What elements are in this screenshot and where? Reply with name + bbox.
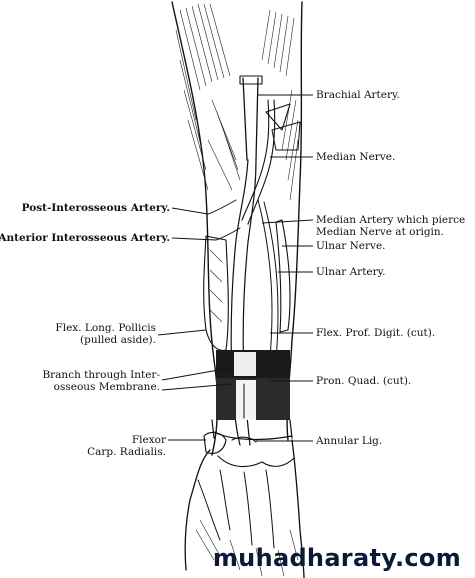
leader-lines: [157, 94, 314, 442]
label-ulnar-nerve: Ulnar Nerve.: [316, 240, 386, 252]
label-anterior-interosseous-artery: Anterior Interosseous Artery.: [0, 232, 170, 244]
label-ulnar-artery: Ulnar Artery.: [316, 266, 386, 278]
label-pron-quad: Pron. Quad. (cut).: [316, 375, 411, 387]
watermark: muhadharaty.com: [212, 544, 461, 572]
label-flexor-line2: Carp. Radialis.: [87, 446, 166, 458]
label-brachial-artery: Brachial Artery.: [316, 89, 400, 101]
labels: Brachial Artery. Median Nerve. Post-Inte…: [0, 89, 465, 458]
label-branch-line2: osseous Membrane.: [54, 381, 160, 393]
label-median-artery-line2: Median Nerve at origin.: [316, 226, 444, 238]
label-flex-long-pollicis-line2: (pulled aside).: [80, 334, 156, 346]
label-annular-lig: Annular Lig.: [315, 435, 382, 447]
label-median-nerve: Median Nerve.: [316, 151, 395, 163]
label-branch-line1: Branch through Inter-: [42, 369, 160, 381]
label-post-interosseous-artery: Post-Interosseous Artery.: [22, 202, 170, 214]
label-flexor-line1: Flexor: [132, 434, 167, 446]
label-median-artery-line1: Median Artery which pierce: [316, 214, 465, 226]
label-flex-prof-digit: Flex. Prof. Digit. (cut).: [316, 327, 435, 339]
muscle-hatching-upper: [175, 3, 299, 201]
label-flex-long-pollicis-line1: Flex. Long. Pollicis: [55, 322, 156, 334]
forearm-illustration: [171, 1, 305, 578]
